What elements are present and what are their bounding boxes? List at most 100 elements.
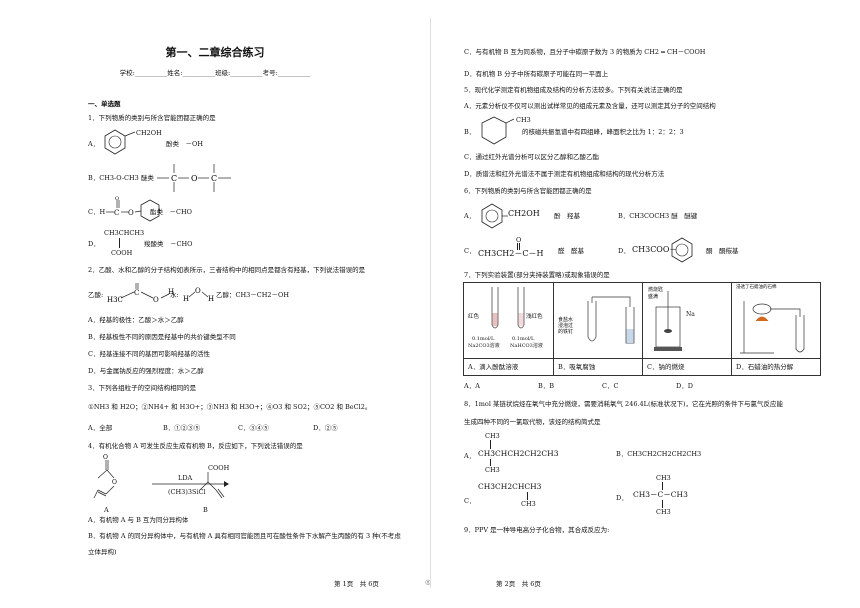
q2-option-d: D．与金属钠反应的强烈程度：水＞乙醇	[88, 367, 204, 375]
q3-option-b: B．①②③⑤	[163, 424, 201, 432]
q8-option-b: B．CH3CH2CH2CH2CH3	[616, 450, 702, 458]
q1d-bottom: COOH	[111, 249, 133, 257]
q8-option-a-label: A．	[464, 452, 476, 460]
corrosion-apparatus-illustration	[587, 296, 635, 344]
q7-sol1: 0.1mol/L	[472, 336, 495, 342]
page-right: C．与有机物 B 互为同系物，且分子中碳原子数为 3 的物质为 CH2 ═ CH…	[430, 0, 860, 608]
q7b-label2: 浸泡过	[558, 323, 574, 329]
q3-option-d: D．②⑤	[313, 424, 338, 432]
q7c-label3: Na	[686, 311, 695, 318]
svg-text:O: O	[112, 479, 117, 486]
q6c-formula: CH3CH2－C－H	[478, 249, 544, 258]
q2-option-b: B．羟基极性不同的原因是羟基中的共价键类型不同	[88, 333, 236, 341]
formate-ester-structure: C O O	[106, 196, 160, 222]
q6-option-b: B．CH3COCH3 醚 醚键	[618, 212, 698, 220]
q4-option-c: C．与有机物 B 互为同系物，且分子中碳原子数为 3 的物质为 CH2 ═ CH…	[464, 48, 706, 56]
q5-option-c: C．通过红外光谱分析可以区分乙醇和乙酸乙酯	[464, 153, 599, 161]
q1-option-a-label: A．	[88, 140, 100, 148]
acetic-acid-structure: H3C C O H	[107, 283, 174, 304]
compound-a-structure: O O	[93, 454, 117, 499]
q4-option-b-line1: B．有机物 A 的同分异构体中，与有机物 A 具有相同官能团且可在酸性条件下水解…	[88, 532, 401, 540]
svg-text:C: C	[211, 174, 217, 183]
question-6: 6．下列物质的类别与所含官能团都正确的是	[464, 187, 592, 195]
q6-option-d-label: D．	[618, 247, 630, 255]
q1-option-d-label: D．	[88, 240, 100, 248]
q7-caption-a: A．滴入酚酞溶液	[468, 363, 519, 371]
q1-option-b: B．CH3-O-CH3 醚类	[88, 174, 154, 182]
exam-title: 第一、二章综合练习	[165, 46, 265, 59]
svg-text:H: H	[208, 295, 214, 303]
q7-option-b: B．B	[538, 382, 555, 390]
q6a-class: 酚 羟基	[554, 212, 580, 220]
q6d-formula: CH3COO－	[632, 245, 678, 254]
reagent-lda: LDA	[178, 474, 193, 482]
question-3: 3．下列各组粒子的空间结构相同的是	[88, 384, 197, 392]
question-1: 1．下列物质的类别与所含官能团都正确的是	[88, 114, 216, 122]
page-footer-left: 第 1页 共 6页	[334, 580, 379, 588]
q6c-oxygen: O	[516, 236, 522, 244]
q7-tube1-color: 红色	[468, 314, 480, 320]
q4-option-d: D．有机物 B 分子中所有碳原子可能在同一平面上	[464, 70, 609, 78]
q2-acid-label: 乙酸:	[88, 291, 104, 299]
q7-option-d: D．D	[676, 382, 693, 390]
svg-text:C: C	[114, 209, 119, 217]
q1-option-c-label: C．H	[88, 208, 106, 216]
q7-sol1b: Na2CO3溶液	[468, 343, 500, 349]
q6a-group: CH2OH	[508, 209, 540, 218]
question-4: 4．有机化合物 A 可发生反应生成有机物 B，反应如下，下列说法错误的是	[88, 442, 303, 450]
q7-option-c: C．C	[602, 382, 619, 390]
q8a-bottom: CH3	[485, 466, 500, 474]
svg-text:H: H	[168, 288, 174, 296]
q6-option-c-label: C．	[464, 247, 476, 255]
svg-text:C: C	[171, 174, 177, 183]
q5-option-b-label: B．	[464, 128, 476, 136]
q7d-label: 浸透了石蜡油的石棉	[736, 285, 777, 290]
q1a-group: CH2OH	[136, 129, 162, 137]
q2-water-label: 水:	[170, 291, 179, 299]
benzyl-alcohol-structure	[104, 129, 136, 155]
q2-option-c: C．羟基连接不同的基团可影响羟基的活性	[88, 350, 210, 358]
svg-text:H3C: H3C	[107, 296, 123, 304]
svg-text:H: H	[183, 295, 189, 303]
q7b-label3: 的铁钉	[558, 329, 574, 335]
q7-caption-c: C．钠的燃烧	[647, 363, 685, 371]
svg-text:C: C	[134, 289, 139, 297]
question-9: 9．PPV 是一种导电高分子化合物，其合成反应为:	[464, 526, 610, 534]
water-structure: H O H	[183, 287, 214, 303]
q8a-top: CH3	[485, 432, 500, 440]
q6c-class: 醛 醛基	[558, 247, 584, 255]
page-left: 第一、二章综合练习 学校:__________姓名:__________班级:_…	[88, 46, 431, 588]
q2-option-a: A．羟基的极性：乙酸＞水＞乙醇	[88, 316, 184, 324]
compound-b-structure	[199, 472, 225, 499]
section-heading: 一、单选题	[88, 100, 121, 108]
q3-option-a: A．全部	[88, 424, 113, 432]
compound-b-cooh: COOH	[208, 464, 230, 472]
sodium-burning-illustration	[654, 291, 682, 351]
question-5: 5．现代化学测定有机物组成及结构的分析方法较多。下列有关说法正确的是	[464, 86, 683, 94]
page-footer-right: 第 2页 共 6页	[496, 580, 541, 588]
q1a-class: 酚类 －OH	[166, 140, 203, 148]
svg-text:O: O	[191, 174, 198, 183]
q4-option-a: A．有机物 A 与 B 互为同分异构体	[88, 516, 189, 524]
q3-items: ①NH3 和 H2O；②NH4+ 和 H3O+；③NH3 和 H3O+；④O3 …	[88, 403, 372, 411]
q6d-class: 酮 酮羰基	[706, 247, 739, 255]
question-7: 7．下列实验装置(部分夹持装置略)或现象错误的是	[464, 271, 610, 279]
svg-text:O: O	[128, 209, 134, 217]
q6-option-a-label: A．	[464, 212, 476, 220]
q1c-class: 酯类 －CHO	[150, 208, 192, 216]
q7-caption-d: D．石蜡油的热分解	[736, 363, 794, 371]
q6d-phenyl-ring	[671, 237, 693, 263]
q4-option-b-line2: 立体异构)	[88, 548, 117, 556]
svg-text:O: O	[103, 454, 108, 461]
q7-sol2b: NaHCO3溶液	[510, 343, 543, 349]
q8-option-d-label: D．	[616, 494, 628, 502]
center-mark-icon: ◎	[425, 578, 431, 586]
page-divider	[430, 18, 431, 588]
paraffin-cracking-illustration	[740, 301, 805, 354]
question-8-line1: 8．1mol 某链状烷烃在氧气中充分燃烧，需要消耗氧气 246.4L(标准状况下…	[464, 400, 784, 408]
ether-structure: C O C	[157, 164, 231, 192]
q2-ethanol-label: 乙醇：CH3－CH2－OH	[216, 291, 290, 299]
q7-caption-b: B．吸氧腐蚀	[558, 363, 596, 371]
q7b-label1: 食盐水	[558, 317, 574, 323]
q5-option-b: 的核磁共振氢谱中有四组峰，峰面积之比为 1：2：2：3	[522, 128, 684, 136]
